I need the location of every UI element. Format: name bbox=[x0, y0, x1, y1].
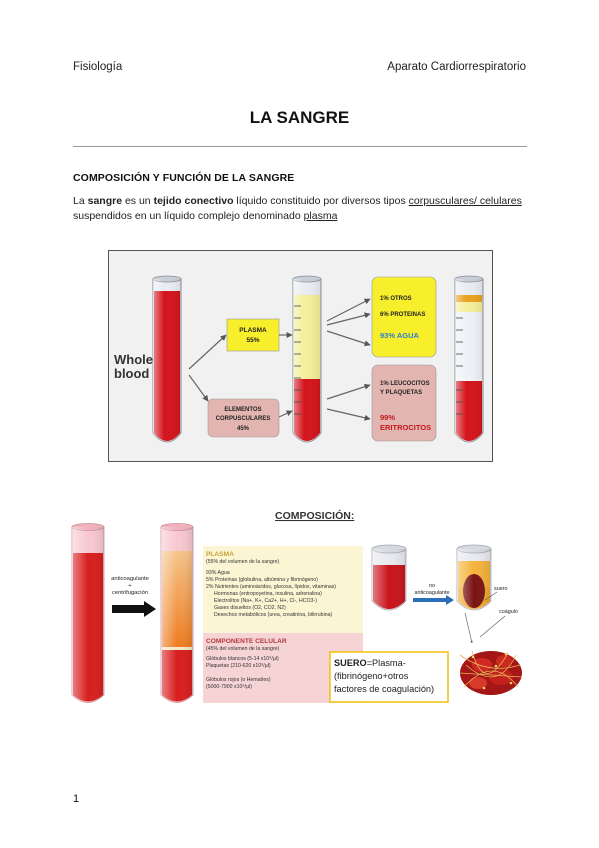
intro-underline-plasma: plasma bbox=[303, 209, 338, 222]
plasma-info-box bbox=[203, 546, 363, 633]
elementos-label-3: 45% bbox=[237, 426, 250, 432]
no-anticoagulante-label-1: no bbox=[429, 583, 435, 589]
leucocitos-label-2: Y PLAQUETAS bbox=[380, 390, 422, 396]
figure2-svg: COMPOSICIÓN: anticoagulante + centrifuga… bbox=[71, 509, 523, 703]
agua-label: 93% AGUA bbox=[380, 331, 419, 340]
serum-clot-tube bbox=[456, 544, 492, 611]
centrifuge-arrow bbox=[112, 601, 156, 617]
blood-composition-figure: COMPOSICIÓN: anticoagulante + centrifuga… bbox=[68, 505, 528, 710]
intro-text-4: suspendidos en un líquido complejo denom… bbox=[73, 209, 304, 222]
coagulo-label: coágulo bbox=[499, 609, 518, 615]
centrifugacion-label: centrifugación bbox=[112, 590, 148, 596]
celular-line-1: Glóbulos blancos (5-14 x10⁹/µl) bbox=[206, 656, 279, 662]
intro-text-1: La bbox=[73, 195, 88, 207]
elementos-label-1: ELEMENTOS bbox=[224, 407, 261, 413]
arrow-to-eritrocitos bbox=[326, 408, 371, 421]
suero-definition-line-1: SUERO=Plasma- bbox=[334, 658, 406, 668]
intro-paragraph: La sangre es un tejido conectivo líquido… bbox=[73, 194, 533, 223]
intro-bold-sangre: sangre bbox=[87, 195, 123, 207]
celular-info-title: COMPONENTE CELULAR bbox=[206, 638, 287, 645]
celular-line-4: (5000-7900 x10⁹/µl) bbox=[206, 684, 252, 690]
intro-bold-tejido: tejido conectivo bbox=[153, 195, 234, 207]
arrow-to-leucocitos bbox=[326, 383, 371, 400]
suero-label: suero bbox=[494, 586, 508, 592]
plasma-info-title: PLASMA bbox=[206, 551, 234, 558]
section-title: COMPOSICIÓN Y FUNCIÓN DE LA SANGRE bbox=[73, 172, 295, 184]
plasma-line-0: (55% del volumen de la sangre) bbox=[206, 559, 280, 565]
no-anticoagulante-label-2: anticoagulante bbox=[414, 590, 449, 596]
whole-blood-small-tube bbox=[371, 544, 407, 611]
otros-label: 1% OTROS bbox=[380, 296, 412, 302]
plasma-box-pct: 55% bbox=[246, 337, 259, 344]
intro-text-3: líquido constituido por diversos tipos bbox=[233, 195, 409, 207]
composicion-heading: COMPOSICIÓN: bbox=[275, 509, 354, 522]
intro-underline-corpusculares: corpusculares/ celulares bbox=[408, 195, 522, 207]
arrow-to-elementos bbox=[188, 374, 209, 402]
leucocitos-label-1: 1% LEUCOCITOS bbox=[380, 381, 430, 387]
celular-line-0: (45% del volumen de la sangre) bbox=[206, 646, 280, 652]
eritrocitos-label-2: ERITROCITOS bbox=[380, 423, 431, 432]
plasma-box bbox=[226, 318, 280, 352]
suero-definition-line-3: factores de coagulación) bbox=[334, 684, 434, 694]
page-title: LA SANGRE bbox=[249, 108, 350, 127]
figure1-svg: Whole blood PLASMA 55% ELEMENTOS CORPUSC… bbox=[114, 275, 484, 443]
clot-illustration bbox=[459, 650, 523, 695]
coagulo-pointer bbox=[479, 615, 506, 638]
suero-definition-line-2: (fibrinógeno+otros bbox=[334, 671, 409, 681]
plasma-line-1: 93% Agua bbox=[206, 570, 230, 576]
centrifuged-tube bbox=[160, 523, 194, 703]
arrow-to-agua bbox=[326, 330, 371, 347]
arrow-to-proteinas bbox=[326, 312, 371, 326]
suero-pointer bbox=[484, 591, 498, 601]
suero-bold: SUERO bbox=[334, 658, 367, 668]
elementos-box bbox=[207, 398, 280, 438]
eritrocitos-label-1: 99% bbox=[380, 413, 395, 422]
plus-label: + bbox=[128, 583, 132, 589]
plasma-line-3: 2% Nutrientes (aminoácidos, glucosa, líp… bbox=[206, 584, 336, 590]
header-left: Fisiología bbox=[73, 61, 123, 73]
anticoagulante-label: anticoagulante bbox=[111, 576, 149, 582]
celular-line-2: Plaquetas (210-620 x10⁹/µl) bbox=[206, 663, 271, 669]
anticoagulated-tube bbox=[71, 523, 105, 703]
plasma-line-4: Hormonas (entropoyetina, insulina, adren… bbox=[214, 591, 322, 597]
suero-eq: =Plasma- bbox=[367, 658, 406, 668]
whole-blood-label-1: Whole bbox=[114, 352, 153, 367]
plasma-line-2: 5% Proteínas (globulina, albúmina y fibr… bbox=[206, 577, 318, 583]
clot-arrow bbox=[464, 612, 473, 644]
arrow-to-otros bbox=[326, 298, 371, 322]
no-anticoagulante-arrow bbox=[413, 595, 454, 605]
header-right: Aparato Cardiorrespiratorio bbox=[387, 61, 526, 73]
plasma-line-5: Electrolitos (Na+, K+, Ca2+, H+, Cl-, HC… bbox=[214, 598, 317, 604]
cell-components-box bbox=[371, 364, 437, 442]
plasma-line-7: Desechos metabólicos (urea, creatinina, … bbox=[214, 612, 332, 618]
plasma-box-label: PLASMA bbox=[239, 327, 267, 334]
title-divider bbox=[73, 146, 527, 147]
arrow-to-plasma bbox=[188, 334, 227, 370]
blood-fractionation-figure: Whole blood PLASMA 55% ELEMENTOS CORPUSC… bbox=[108, 250, 493, 462]
plasma-line-6: Gases disueltos (O2, CO2, N2) bbox=[214, 605, 286, 611]
plasma-components-box bbox=[371, 276, 437, 358]
celular-line-3: Glóbulos rojos (o Hematíes) bbox=[206, 677, 271, 683]
separated-tube bbox=[292, 275, 322, 443]
page-number: 1 bbox=[73, 793, 80, 805]
whole-blood-label-2: blood bbox=[114, 366, 149, 381]
intro-text-2: es un bbox=[122, 195, 154, 207]
suero-definition-box bbox=[329, 651, 449, 703]
component-tube bbox=[454, 275, 484, 443]
elementos-label-2: CORPUSCULARES bbox=[216, 416, 271, 422]
whole-blood-tube bbox=[152, 275, 182, 443]
proteinas-label: 6% PROTEINAS bbox=[380, 312, 425, 318]
arrow-elementos-to-tube bbox=[278, 410, 293, 418]
